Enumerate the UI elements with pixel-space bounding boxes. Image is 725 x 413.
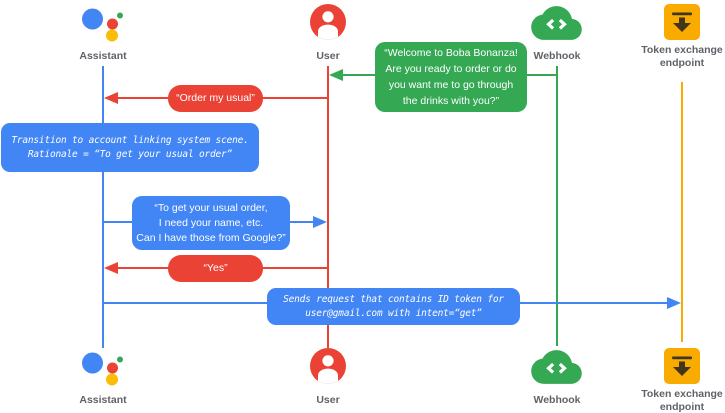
assistant-label-top: Assistant	[79, 50, 127, 62]
order-usual-arrowhead-left-icon	[104, 92, 118, 104]
ask-google-message-bubble: “To get your usual order, I need your na…	[132, 196, 290, 250]
token-exchange-endpoint-icon	[664, 4, 700, 40]
sends-request-note-box: Sends request that contains ID token for…	[267, 288, 520, 325]
google-assistant-icon	[82, 8, 123, 42]
transition-note-box: Transition to account linking system sce…	[1, 123, 259, 172]
webhook-cloud-code-icon	[531, 350, 582, 384]
user-avatar-icon	[310, 4, 346, 40]
token-endpoint-lifeline	[680, 82, 683, 342]
user-avatar-icon	[310, 348, 346, 384]
user-label-top: User	[316, 50, 340, 62]
assistant-lifeline	[101, 66, 104, 348]
token-endpoint-label-bottom: Token exchange endpoint	[641, 388, 723, 413]
welcome-arrowhead-left-icon	[329, 69, 343, 81]
yes-message-bubble: “Yes”	[168, 255, 263, 282]
assistant-label-bottom: Assistant	[79, 394, 127, 406]
yes-arrowhead-left-icon	[104, 262, 118, 274]
webhook-lifeline	[555, 66, 558, 346]
webhook-cloud-code-icon	[531, 6, 582, 40]
google-assistant-icon	[82, 352, 123, 386]
ask-google-arrowhead-right-icon	[313, 216, 327, 228]
token-endpoint-label-top: Token exchange endpoint	[641, 44, 723, 69]
token-exchange-endpoint-icon	[664, 348, 700, 384]
user-label-bottom: User	[316, 394, 340, 406]
order-usual-message-bubble: “Order my usual”	[168, 85, 263, 112]
webhook-label-top: Webhook	[533, 50, 581, 62]
welcome-message-bubble: “Welcome to Boba Bonanza! Are you ready …	[375, 42, 527, 112]
user-lifeline	[326, 66, 329, 348]
webhook-label-bottom: Webhook	[533, 394, 581, 406]
sends-request-arrowhead-right-icon	[667, 297, 681, 309]
